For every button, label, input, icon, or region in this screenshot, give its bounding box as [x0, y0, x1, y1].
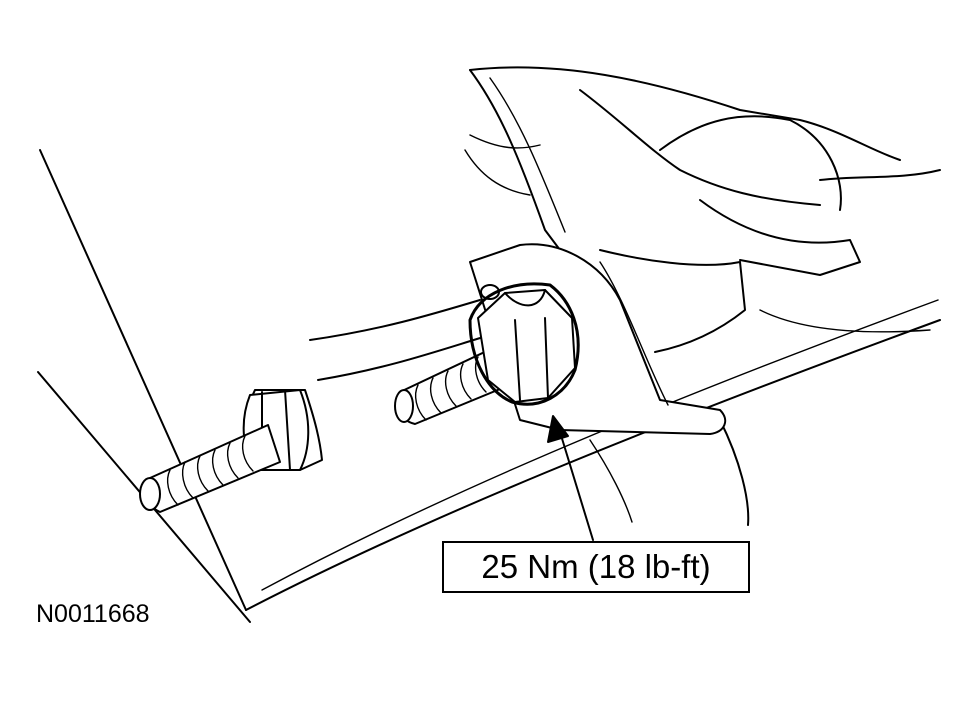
rear-stud-with-nut: [139, 299, 491, 513]
torque-callout: 25 Nm (18 lb-ft): [442, 541, 750, 593]
front-stud-with-nut: [394, 282, 580, 425]
suspension-structure: [464, 66, 941, 526]
figure-id: N0011668: [36, 600, 150, 628]
callout-arrow: [547, 415, 594, 541]
frame-rail-lines: [37, 149, 941, 623]
torque-callout-label: 25 Nm (18 lb-ft): [481, 548, 711, 585]
